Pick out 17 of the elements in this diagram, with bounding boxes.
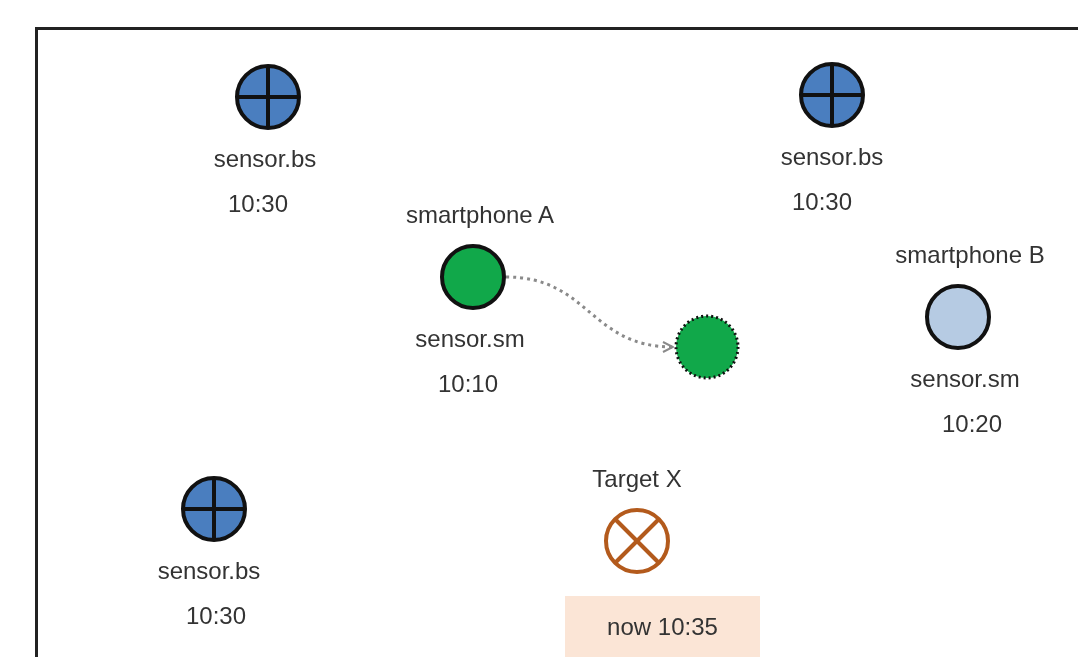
device-label: smartphone B [895,240,1045,270]
time-label: 10:10 [437,369,499,399]
time-label: 10:30 [791,187,853,217]
sensor-label: sensor.sm [415,324,525,354]
device-label: Target X [592,464,682,494]
device-label: smartphone A [405,200,555,230]
time-text: now 10:35 [607,611,718,642]
time-note-box [565,596,760,657]
dotted-arrow [505,275,674,353]
sensor-label: sensor.sm [910,364,1020,394]
dotted-circle [672,312,742,382]
sensor-label: sensor.bs [213,144,317,174]
sensor-label: sensor.bs [780,142,884,172]
time-label: 10:30 [227,189,289,219]
time-label: 10:30 [185,601,247,631]
time-label: 10:20 [941,409,1003,439]
sensor-label: sensor.bs [157,556,261,586]
